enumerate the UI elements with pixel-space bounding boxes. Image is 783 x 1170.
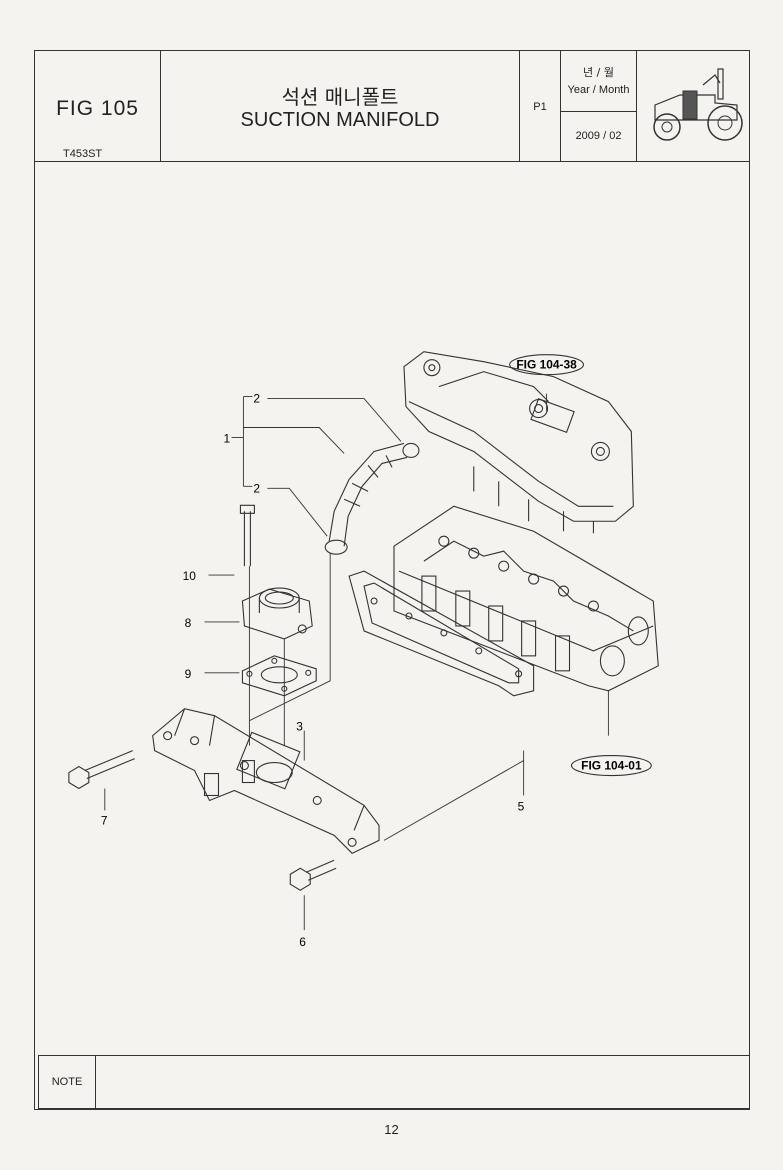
air-hose	[328, 442, 408, 547]
note-row: NOTE	[38, 1055, 750, 1109]
callout-part-2a: 2	[253, 392, 260, 406]
year-month-english: Year / Month	[567, 84, 630, 96]
date-divider	[561, 111, 636, 112]
tractor-icon	[653, 68, 743, 141]
hose-clamp-lower	[324, 539, 348, 555]
bolt-6	[289, 859, 337, 891]
bolt-7	[68, 750, 135, 790]
title-cell: 석션 매니폴트 SUCTION MANIFOLD	[161, 51, 520, 161]
fig-104-38-ellipse	[509, 354, 585, 376]
parts-drawing: FIG 104-38 FIG 104-01 1 2 2 3 5 6 7 8 9 …	[68, 351, 659, 949]
note-label: NOTE	[39, 1056, 96, 1108]
title-korean: 석션 매니폴트	[281, 85, 399, 109]
callout-fig-104-38: FIG 104-38	[516, 358, 577, 372]
title-english: SUCTION MANIFOLD	[240, 109, 440, 131]
callout-part-3: 3	[296, 720, 303, 734]
manifold-gasket	[348, 570, 535, 697]
callout-part-9: 9	[185, 667, 192, 681]
callout-part-8: 8	[185, 616, 192, 630]
page-number: 12	[384, 1122, 399, 1137]
model-code: T453ST	[63, 148, 103, 160]
callout-part-6: 6	[299, 935, 306, 949]
page-code: P1	[533, 101, 547, 113]
fig-cell: FIG 105 T453ST	[35, 51, 161, 161]
callout-part-5: 5	[518, 799, 525, 813]
rocker-cover	[403, 351, 634, 534]
callout-part-7: 7	[101, 813, 108, 827]
inlet-flange	[241, 587, 313, 640]
callout-part-2b: 2	[253, 481, 260, 495]
fig-number: FIG 105	[56, 97, 139, 120]
header-block: FIG 105 T453ST 석션 매니폴트 SUCTION MANIFOLD …	[35, 51, 749, 162]
revision-date: 2009 / 02	[575, 130, 622, 142]
intake-manifold	[152, 708, 380, 854]
bolt-10	[239, 504, 255, 567]
callout-fig-104-01: FIG 104-01	[581, 759, 642, 773]
page-frame: FIG 105 T453ST 석션 매니폴트 SUCTION MANIFOLD …	[34, 50, 750, 1110]
cylinder-head	[393, 505, 659, 692]
page-code-cell: P1	[520, 51, 561, 161]
tractor-cell	[637, 51, 751, 161]
year-month-korean: 년 / 월	[583, 66, 614, 79]
date-cell: 년 / 월 Year / Month 2009 / 02	[561, 51, 637, 161]
flange-gasket	[241, 655, 317, 697]
hose-clamp-upper	[402, 442, 420, 458]
callout-part-10: 10	[183, 569, 197, 583]
callout-part-1: 1	[223, 431, 230, 445]
fig-104-01-ellipse	[570, 755, 652, 777]
